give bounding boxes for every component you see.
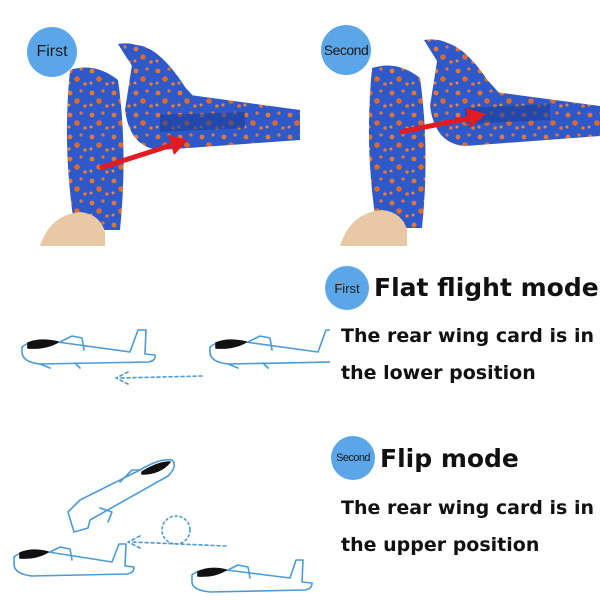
tail-wing-photo <box>340 39 600 246</box>
photo-first-position: First <box>0 0 300 246</box>
mode-badge-second: Second <box>331 436 375 480</box>
tail-wing-photo <box>40 43 300 246</box>
mode-badge-first: First <box>325 266 369 310</box>
step-badge-second: Second <box>321 25 371 75</box>
plane-icon <box>191 559 313 593</box>
plane-icon <box>13 543 135 577</box>
flight-mode-diagrams <box>13 329 330 593</box>
mode-title-flat: Flat flight mode <box>374 273 599 302</box>
mode-description-flip: The rear wing card is in the upper posit… <box>341 497 595 556</box>
step-badge-first: First <box>27 27 77 77</box>
plane-icon <box>209 329 330 369</box>
mode-description-flat: The rear wing card is in the lower posit… <box>341 325 595 384</box>
photo-second-position: Second <box>300 0 600 246</box>
plane-icon <box>21 329 156 369</box>
plane-icon <box>67 458 176 533</box>
mode-title-flip: Flip mode <box>380 444 519 473</box>
